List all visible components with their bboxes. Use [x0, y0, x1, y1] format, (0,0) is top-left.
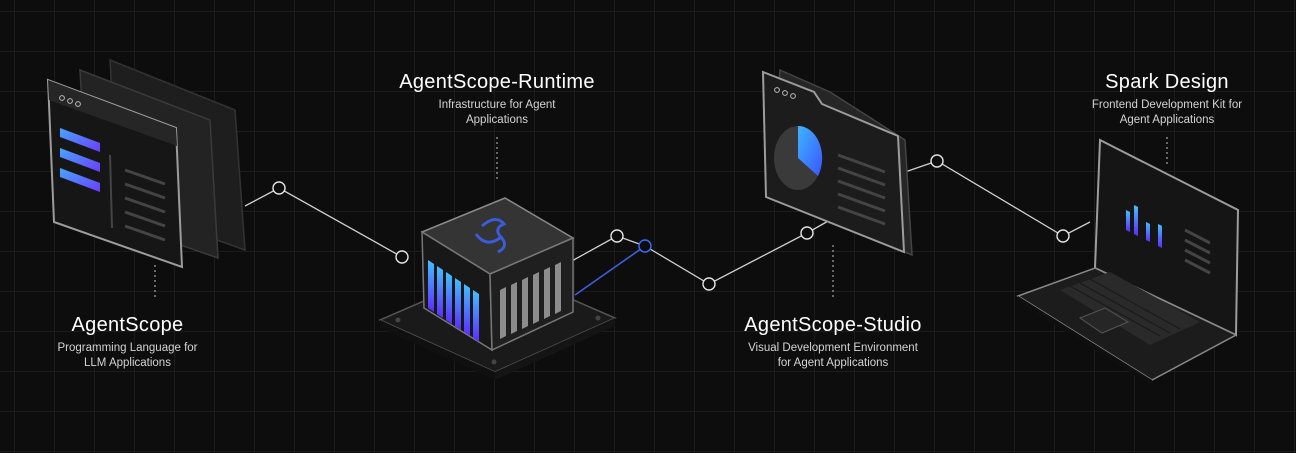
component-subtitle-line: Infrastructure for Agent	[438, 99, 556, 111]
component-subtitle-line: Visual Development Environment	[748, 342, 918, 354]
connector-node	[638, 239, 652, 253]
connector-studio-spark	[904, 160, 1091, 237]
connector-runtime-studio-top	[569, 235, 646, 263]
connector-runtime-studio-blue	[574, 245, 646, 296]
server-cube-icon	[378, 197, 617, 380]
component-subtitle-line: Applications	[465, 114, 528, 126]
connector-nodes	[272, 154, 1070, 291]
component-title: AgentScope-Runtime	[399, 71, 595, 93]
component-subtitle-line: for Agent Applications	[777, 357, 889, 369]
component-subtitle: Visual Development Environment for Agent…	[708, 341, 958, 371]
component-subtitle-line: Frontend Development Kit for	[1091, 99, 1243, 111]
connector-lines	[154, 137, 1168, 300]
component-subtitle-line: Programming Language for	[57, 342, 198, 354]
component-subtitle-line: LLM Applications	[84, 357, 171, 369]
browser-window-stack-icon	[46, 58, 246, 269]
component-subtitle: Frontend Development Kit for Agent Appli…	[1058, 98, 1276, 128]
component-subtitle: Programming Language for LLM Application…	[30, 341, 225, 371]
connector-node	[610, 229, 624, 243]
connector-node	[395, 250, 409, 264]
connector-node	[702, 277, 716, 291]
component-subtitle: Infrastructure for Agent Applications	[372, 98, 622, 128]
component-title: AgentScope-Studio	[744, 314, 922, 336]
connector-node	[272, 181, 286, 195]
connector-node	[800, 226, 814, 240]
connector-node	[930, 154, 944, 168]
component-subtitle-line: Agent Applications	[1119, 114, 1215, 126]
connector-node	[1056, 229, 1070, 243]
component-title: Spark Design	[1105, 71, 1229, 93]
label-studio: AgentScope-Studio Visual Development Env…	[708, 313, 958, 371]
label-spark: Spark Design Frontend Development Kit fo…	[1058, 70, 1276, 128]
label-agentscope: AgentScope Programming Language for LLM …	[30, 313, 225, 371]
connector-studio-low	[644, 219, 831, 285]
component-title: AgentScope	[71, 314, 184, 336]
connector-agentscope-runtime	[244, 187, 403, 258]
label-runtime: AgentScope-Runtime Infrastructure for Ag…	[372, 70, 622, 128]
folder-window-icon	[761, 68, 913, 257]
laptop-icon	[1016, 138, 1240, 386]
